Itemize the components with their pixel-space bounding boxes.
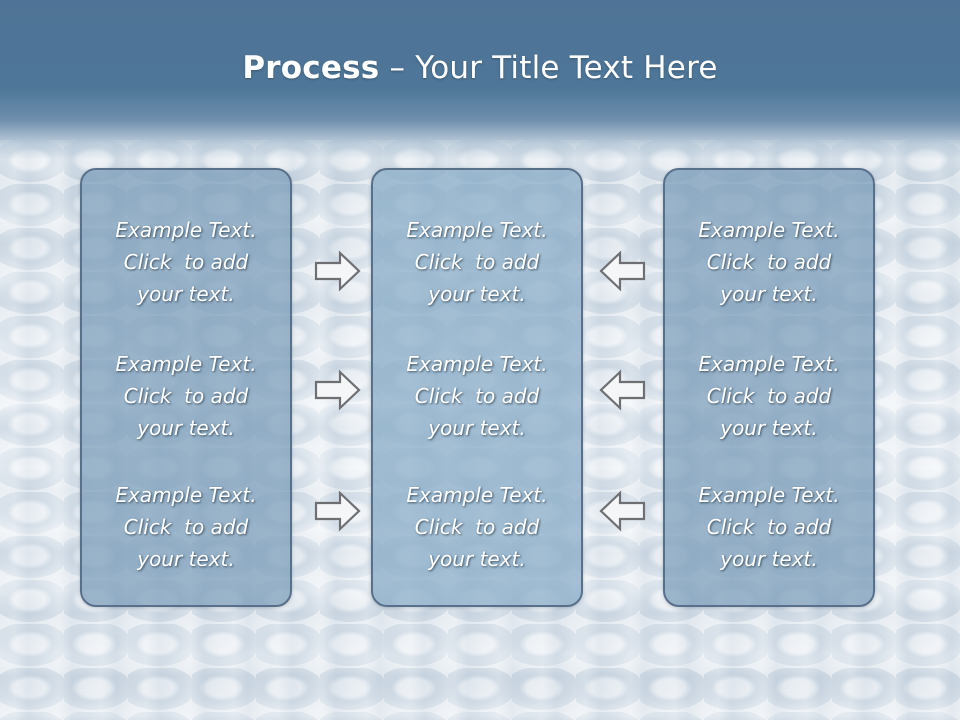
text-block[interactable]: Example Text. Click to add your text. [373,348,581,444]
text-line: your text. [428,282,526,306]
text-block[interactable]: Example Text. Click to add your text. [82,348,290,444]
arrow-left-icon[interactable] [598,490,646,532]
text-line: your text. [720,547,818,571]
arrow-right-icon[interactable] [314,250,362,292]
text-line: Click to add [414,384,540,408]
text-line: Example Text. [115,218,257,242]
text-line: your text. [428,416,526,440]
arrow-right-icon[interactable] [314,490,362,532]
text-line: your text. [137,282,235,306]
text-block[interactable]: Example Text. Click to add your text. [373,214,581,310]
text-line: Click to add [414,250,540,274]
text-line: Example Text. [698,218,840,242]
text-line: Example Text. [698,483,840,507]
text-line: Click to add [123,250,249,274]
text-line: Click to add [706,515,832,539]
text-line: Example Text. [406,218,548,242]
text-line: Click to add [414,515,540,539]
text-line: Example Text. [406,483,548,507]
process-box-left[interactable]: Example Text. Click to add your text. Ex… [80,168,292,607]
text-line: your text. [137,547,235,571]
text-line: Click to add [706,250,832,274]
text-line: Click to add [706,384,832,408]
text-line: Example Text. [698,352,840,376]
process-box-right[interactable]: Example Text. Click to add your text. Ex… [663,168,875,607]
slide-title[interactable]: Process – Your Title Text Here [0,50,960,86]
text-block[interactable]: Example Text. Click to add your text. [373,479,581,575]
title-bold: Process [242,50,380,86]
text-line: Example Text. [115,352,257,376]
text-line: your text. [137,416,235,440]
text-line: your text. [720,282,818,306]
text-line: your text. [720,416,818,440]
text-block[interactable]: Example Text. Click to add your text. [665,348,873,444]
header-band [0,0,960,160]
arrow-right-icon[interactable] [314,369,362,411]
text-line: Example Text. [406,352,548,376]
text-line: Example Text. [115,483,257,507]
text-block[interactable]: Example Text. Click to add your text. [82,214,290,310]
text-line: Click to add [123,515,249,539]
arrow-left-icon[interactable] [598,369,646,411]
title-rest: – Your Title Text Here [379,50,718,86]
process-box-middle[interactable]: Example Text. Click to add your text. Ex… [371,168,583,607]
arrow-left-icon[interactable] [598,250,646,292]
text-line: your text. [428,547,526,571]
text-block[interactable]: Example Text. Click to add your text. [665,214,873,310]
text-block[interactable]: Example Text. Click to add your text. [82,479,290,575]
text-block[interactable]: Example Text. Click to add your text. [665,479,873,575]
text-line: Click to add [123,384,249,408]
